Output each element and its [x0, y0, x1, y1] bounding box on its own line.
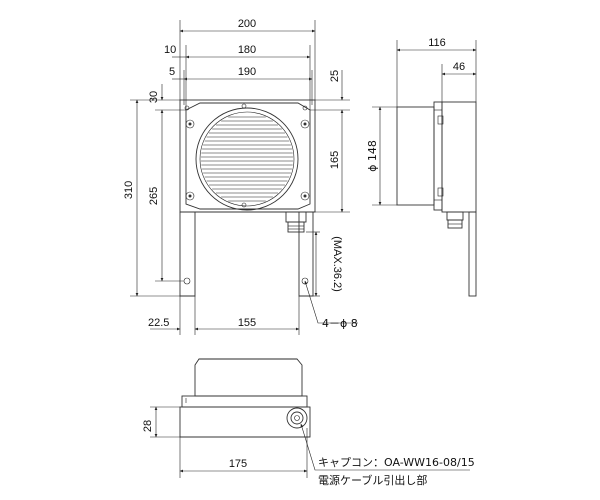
dim-265: 265 [148, 187, 160, 205]
cable-gland [285, 211, 307, 233]
dim-22-5: 22.5 [148, 317, 169, 329]
dim-5: 5 [169, 66, 175, 78]
bottom-body [194, 358, 303, 397]
dim-165: 165 [329, 151, 341, 169]
cable-connector [286, 407, 308, 429]
dim-155: 155 [238, 317, 256, 329]
dim-10: 10 [164, 44, 176, 56]
dim-46: 46 [453, 61, 465, 73]
dim-116: 116 [428, 37, 446, 49]
bottom-bracket [179, 406, 311, 438]
dim-180: 180 [238, 44, 256, 56]
side-cable-gland [446, 211, 464, 229]
grille-slats [201, 116, 293, 202]
dim-max-36-2: (MAX.36.2) [331, 236, 343, 292]
dim-diameter-148: ϕ 148 [366, 140, 379, 172]
mounting-bracket [179, 212, 196, 297]
side-bracket [468, 211, 477, 297]
dim-310: 310 [123, 181, 135, 199]
dim-28: 28 [142, 420, 154, 432]
side-body [441, 101, 477, 213]
side-view: 116 46 ϕ 148 [366, 37, 477, 297]
dim-holes: 4－ϕ 8 [322, 317, 358, 330]
dim-175: 175 [229, 458, 247, 470]
cable-outlet-note: 電源ケーブル引出し部 [318, 473, 427, 487]
corner-screws [184, 103, 310, 208]
cap-connector-note: キャプコン：OA-WW16-08/15 [318, 456, 475, 469]
mount-hole [183, 277, 191, 285]
fan-grille [195, 107, 299, 211]
dim-190: 190 [238, 66, 256, 78]
bottom-view: 28 175 キャプコン：OA-WW16-08/15 電源ケーブル引出し部 [142, 358, 475, 487]
dim-30: 30 [148, 91, 160, 103]
front-view: 200 180 190 10 5 25 165 (MAX.36.2) 310 2… [123, 18, 358, 335]
dim-200: 200 [238, 18, 256, 30]
dim-25: 25 [329, 70, 341, 82]
side-grille-housing [396, 106, 435, 206]
